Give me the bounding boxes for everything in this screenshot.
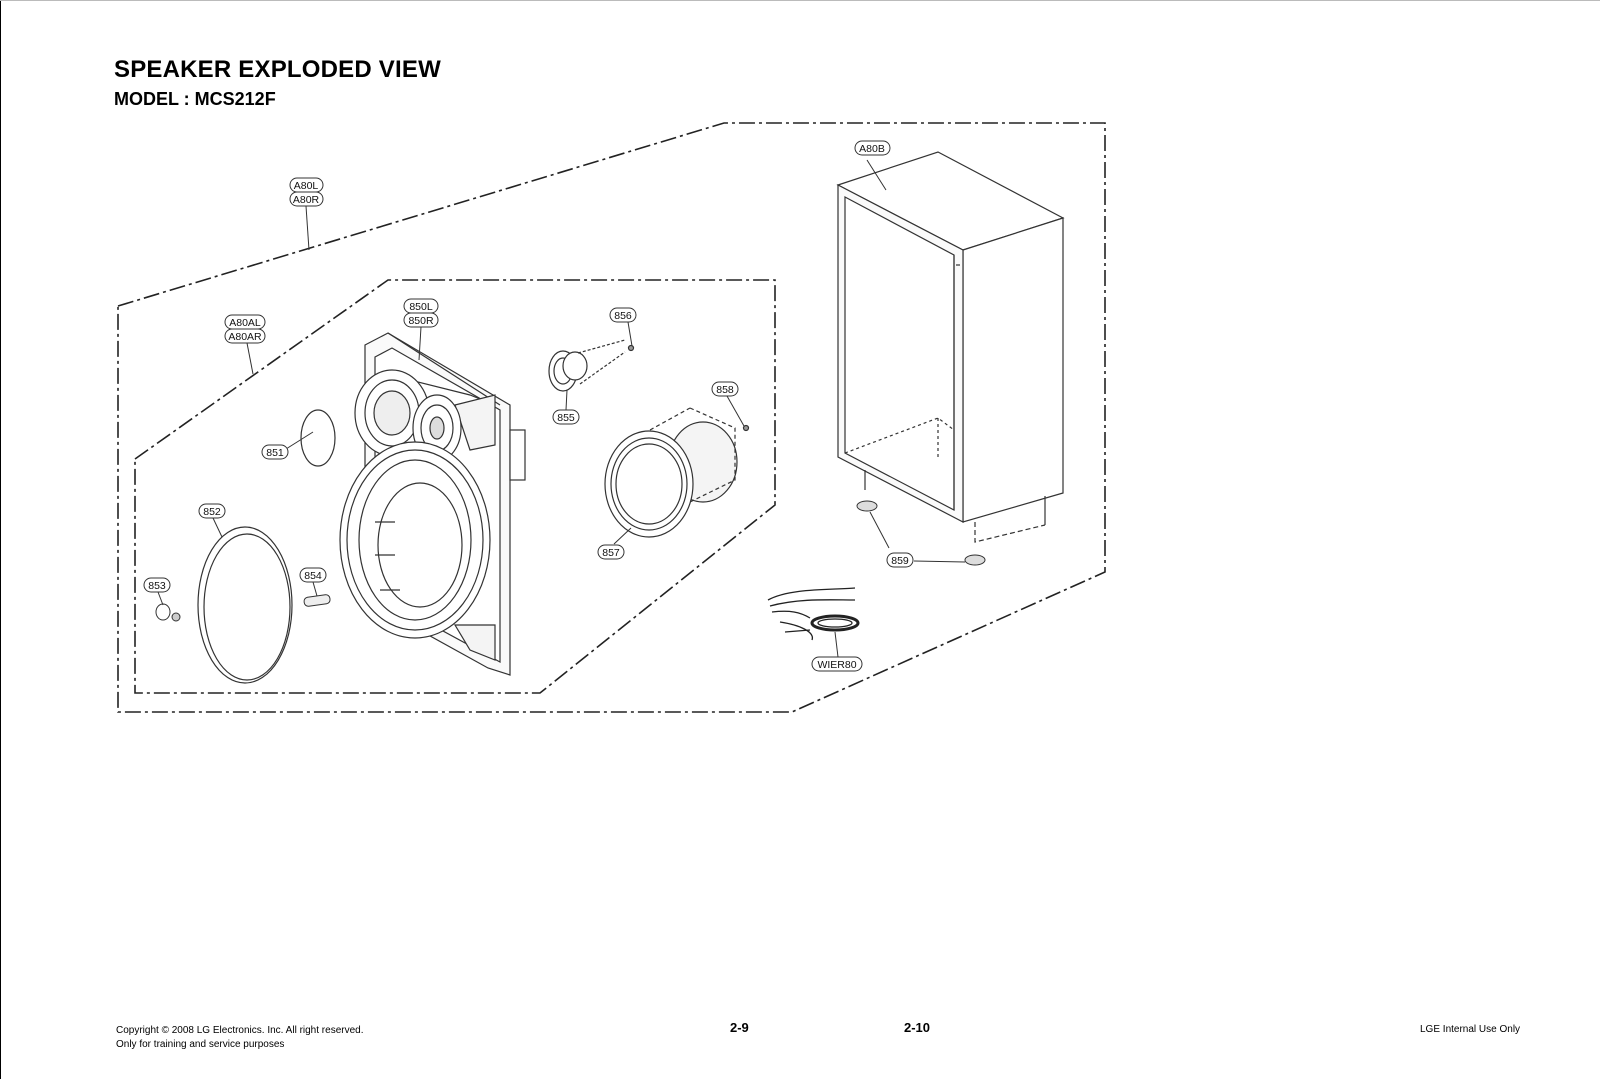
callout-852-text: 852 bbox=[203, 506, 221, 518]
part-wier80-wire bbox=[767, 587, 860, 641]
part-851-cover bbox=[300, 409, 336, 467]
callout-a80b: A80B bbox=[854, 140, 891, 156]
callout-851-text: 851 bbox=[266, 447, 284, 459]
copyright-notice: Copyright © 2008 LG Electronics. Inc. Al… bbox=[116, 1024, 363, 1051]
callout-850l: 850L bbox=[409, 301, 433, 313]
cabinet-box bbox=[836, 151, 1065, 543]
page-border-top bbox=[0, 0, 1600, 1]
copyright-line-2: Only for training and service purposes bbox=[116, 1038, 285, 1050]
internal-use-notice: LGE Internal Use Only bbox=[1420, 1024, 1521, 1035]
part-852-grille bbox=[197, 526, 293, 684]
copyright-line-1: Copyright © 2008 LG Electronics. Inc. Al… bbox=[116, 1025, 364, 1036]
cabinet-feet bbox=[856, 500, 986, 566]
callout-wier80: WIER80 bbox=[811, 656, 863, 672]
callout-851: 851 bbox=[261, 444, 289, 460]
front-assembly-boundary bbox=[134, 279, 776, 694]
part-857-woofer bbox=[604, 407, 750, 538]
callout-856: 856 bbox=[609, 307, 637, 323]
callout-859-text: 859 bbox=[891, 555, 909, 567]
callout-855-text: 855 bbox=[557, 412, 575, 424]
callout-858: 858 bbox=[711, 381, 739, 397]
callout-a80al-a80ar: A80AL A80AR bbox=[224, 314, 266, 344]
callout-a80r: A80R bbox=[293, 194, 320, 206]
callout-854: 854 bbox=[299, 567, 327, 583]
outer-assembly-boundary bbox=[117, 122, 1106, 713]
callout-854-text: 854 bbox=[304, 570, 322, 582]
callout-858-text: 858 bbox=[716, 384, 734, 396]
callout-a80al: A80AL bbox=[229, 317, 261, 329]
part-854-plate bbox=[303, 594, 331, 607]
page-number-right: 2-10 bbox=[904, 1020, 931, 1035]
callout-a80ar: A80AR bbox=[228, 331, 262, 343]
leader-lines bbox=[157, 159, 966, 658]
callout-859: 859 bbox=[886, 552, 914, 568]
callout-857: 857 bbox=[597, 544, 625, 560]
front-baffle bbox=[339, 332, 526, 676]
page-number-left: 2-9 bbox=[730, 1020, 749, 1035]
callout-852: 852 bbox=[198, 503, 226, 519]
callout-853: 853 bbox=[143, 577, 171, 593]
callout-850r: 850R bbox=[408, 315, 434, 327]
page-title: SPEAKER EXPLODED VIEW bbox=[114, 56, 441, 83]
callout-a80l: A80L bbox=[294, 180, 319, 192]
callout-857-text: 857 bbox=[602, 547, 620, 559]
callout-850l-850r: 850L 850R bbox=[403, 298, 439, 328]
callout-855: 855 bbox=[552, 409, 580, 425]
callout-wier80-text: WIER80 bbox=[817, 659, 856, 671]
callout-856-text: 856 bbox=[614, 310, 632, 322]
callout-853-text: 853 bbox=[148, 580, 166, 592]
page-border-left bbox=[0, 0, 1, 1079]
part-855-tweeter bbox=[548, 339, 635, 392]
callout-a80b-text: A80B bbox=[859, 143, 885, 155]
part-853-logo bbox=[155, 603, 181, 622]
model-subtitle: MODEL : MCS212F bbox=[114, 89, 276, 109]
callout-a80l-a80r: A80L A80R bbox=[289, 177, 324, 207]
